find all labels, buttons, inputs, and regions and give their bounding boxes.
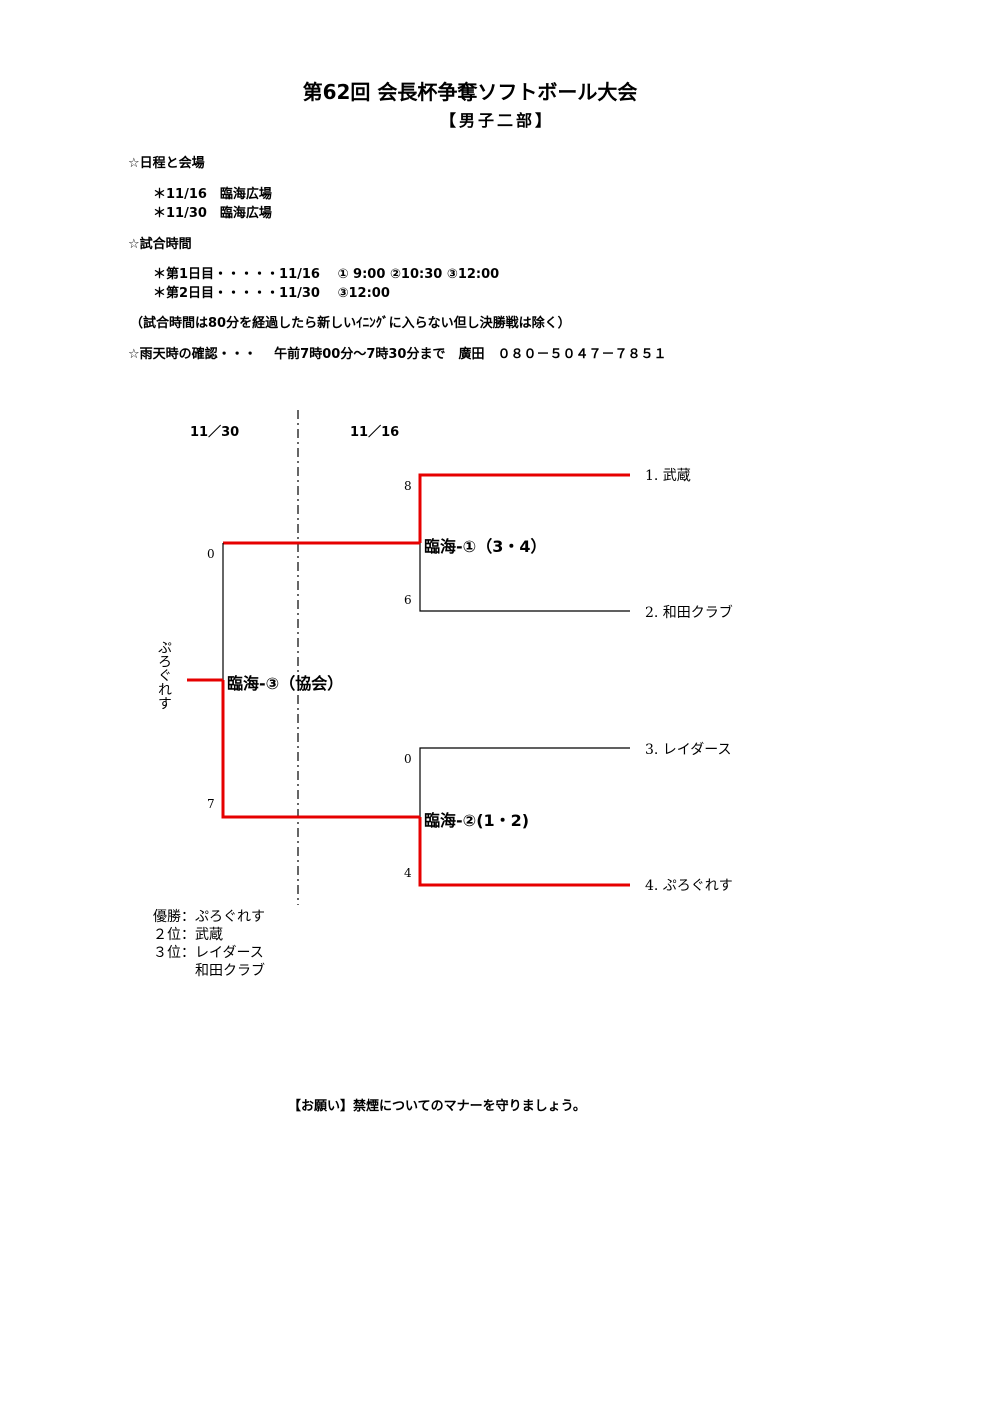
rain-contact: ☆雨天時の確認・・・ 午前7時00分～7時30分まで 廣田 ０８０－５０４７－７… [128,347,667,362]
score: 4 [404,866,412,880]
score: 7 [207,797,215,811]
result-third-2: 和田クラブ [153,963,265,979]
team-1: 1. 武蔵 [645,468,691,484]
date-final: 11／30 [190,425,240,440]
score: 0 [207,547,215,561]
bracket-line-team1 [418,473,630,543]
footer-note: 【お願い】禁煙についてのマナーを守りましょう。 [288,1099,586,1114]
team-3: 3. レイダース [645,742,732,758]
team-2: 2. 和田クラブ [645,605,733,621]
division-title: 【男子二部】 [440,111,555,130]
times-note: （試合時間は80分を経過したら新しいｲﾆﾝｸﾞに入らない但し決勝戦は除く） [130,316,571,331]
page-title: 第62回 会長杯争奪ソフトボール大会 [302,80,638,104]
match-label-2: 臨海-②(1・2) [424,807,532,831]
team-4: 4. ぷろぐれす [645,878,733,894]
results-block: 優勝：ぷろぐれす ２位：武蔵 ３位：レイダース 和田クラブ [153,908,265,980]
times-item: ＊第2日目・・・・・11/30 ③12:00 [153,286,390,301]
match-label-1: 臨海-①（3・4） [424,533,549,557]
score: 6 [404,593,412,607]
result-champion: 優勝：ぷろぐれす [153,909,265,925]
schedule-item: ＊11/30 臨海広場 [153,206,272,221]
bracket-line-team3 [419,747,630,817]
bracket-line-team4 [418,817,630,887]
score: 0 [404,752,412,766]
champion-name: ぷろぐれす [156,640,172,710]
times-heading: ☆試合時間 [128,237,192,252]
date-first: 11／16 [350,425,400,440]
bracket-line-team2 [419,543,630,612]
times-item: ＊第1日目・・・・・11/16 ① 9:00 ②10:30 ③12:00 [153,267,500,282]
schedule-heading: ☆日程と会場 [128,156,205,171]
match-label-final: 臨海-③（協会） [227,674,344,693]
result-second: ２位：武蔵 [153,927,223,943]
result-third: ３位：レイダース [153,945,264,961]
bracket-line-m2-winner [221,680,420,819]
score: 8 [404,479,412,493]
schedule-item: ＊11/16 臨海広場 [153,187,272,202]
